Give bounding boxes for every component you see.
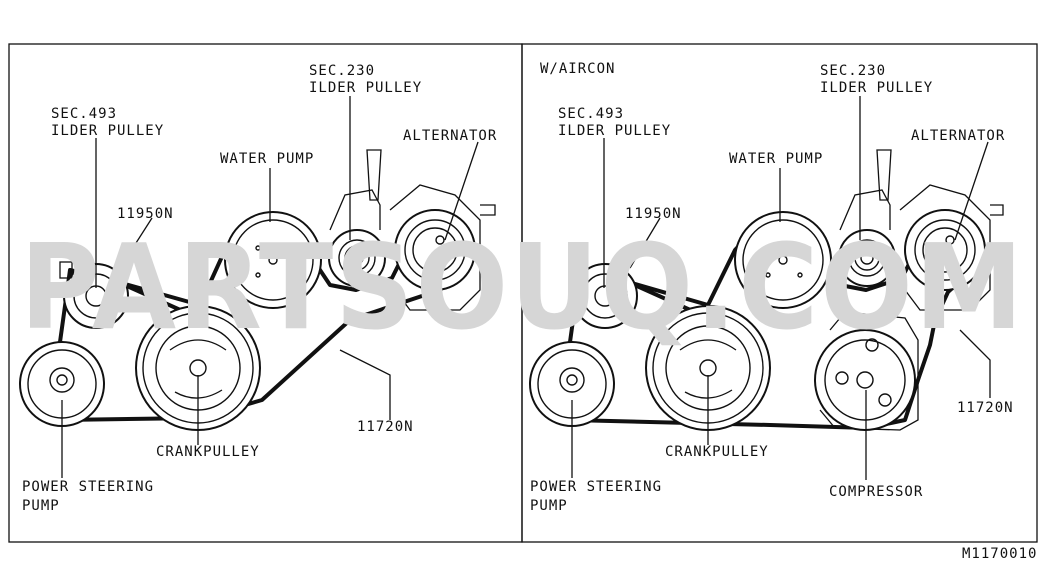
right-sec230-sub: ILDER PULLEY xyxy=(820,80,933,96)
right-compressor xyxy=(814,311,919,431)
right-power-steering-pulley xyxy=(529,341,615,427)
right-crankpulley-label: CRANKPULLEY xyxy=(665,444,769,460)
left-pump-label: PUMP xyxy=(22,498,60,514)
right-sec493-sub: ILDER PULLEY xyxy=(558,123,671,139)
watermark: PARTSOUQ.COM xyxy=(20,218,1025,356)
left-leader-11950n xyxy=(119,217,153,269)
right-alternator xyxy=(899,184,1004,311)
left-sec230-idler-pulley xyxy=(328,149,386,287)
left-11950n-label: 11950N xyxy=(117,206,174,222)
figure-code: M1170010 xyxy=(962,546,1037,562)
right-compressor-label: COMPRESSOR xyxy=(829,484,923,500)
right-sec230-label: SEC.230 xyxy=(820,63,886,79)
left-leader-11720n xyxy=(339,349,391,420)
right-panel-title: W/AIRCON xyxy=(540,61,615,77)
left-power-steering-label: POWER STEERING xyxy=(22,479,154,495)
left-sec230-sub: ILDER PULLEY xyxy=(309,80,422,96)
right-11950n-label: 11950N xyxy=(625,206,682,222)
left-sec493-sub: ILDER PULLEY xyxy=(51,123,164,139)
left-water-pump-pulley xyxy=(224,211,322,309)
left-alternator-label: ALTERNATOR xyxy=(403,128,497,144)
left-power-steering-pulley xyxy=(19,341,105,427)
right-leader-alternator xyxy=(954,141,989,241)
right-power-steering-label: POWER STEERING xyxy=(530,479,662,495)
right-11720n-label: 11720N xyxy=(957,400,1014,416)
right-leader-11720n xyxy=(959,329,991,398)
right-pump-label: PUMP xyxy=(530,498,568,514)
right-alternator-label: ALTERNATOR xyxy=(911,128,1005,144)
right-water-pump-pulley xyxy=(734,211,832,309)
right-panel: W/AIRCON SEC.230 ILDER PULLEY SEC.493 IL… xyxy=(529,61,1014,514)
right-panel-frame xyxy=(521,43,1038,543)
left-sec493-idler-pulley xyxy=(59,261,129,329)
left-11720n-label: 11720N xyxy=(357,419,414,435)
left-sec493-label: SEC.493 xyxy=(51,106,117,122)
right-leader-11950n xyxy=(629,217,661,269)
left-sec230-label: SEC.230 xyxy=(309,63,375,79)
left-leader-alternator xyxy=(444,141,479,241)
left-water-pump-label: WATER PUMP xyxy=(220,151,314,167)
left-crankpulley-label: CRANKPULLEY xyxy=(156,444,260,460)
right-sec493-label: SEC.493 xyxy=(558,106,624,122)
left-alternator xyxy=(389,184,496,311)
right-sec493-idler-pulley xyxy=(569,261,638,329)
right-sec230-idler-pulley xyxy=(838,149,896,287)
left-panel: SEC.230 ILDER PULLEY SEC.493 ILDER PULLE… xyxy=(19,63,497,514)
right-water-pump-label: WATER PUMP xyxy=(729,151,823,167)
